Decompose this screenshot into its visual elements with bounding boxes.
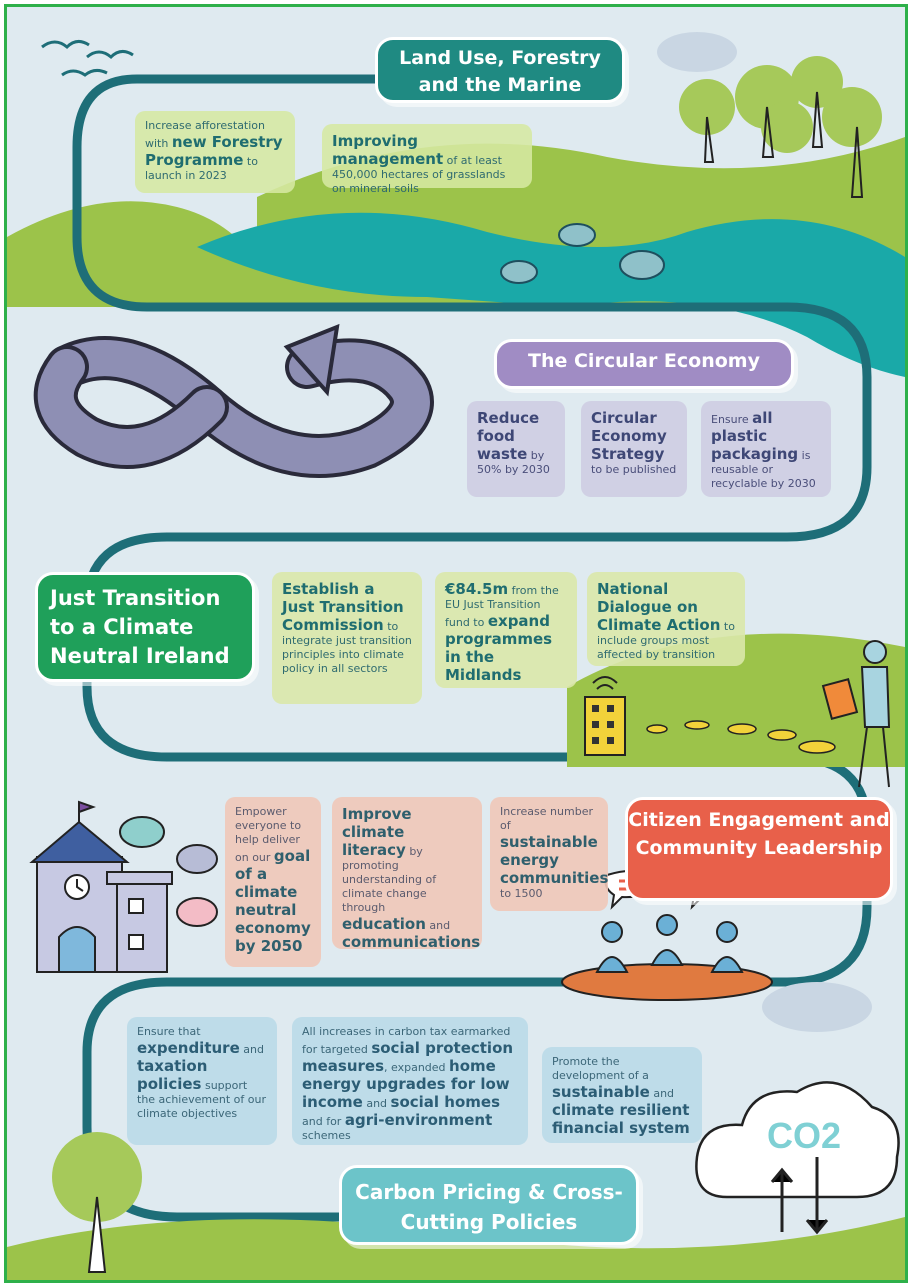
jt-commission-box: Establish a Just Transition Commission t… xyxy=(272,572,422,704)
hill-bottom xyxy=(7,1217,905,1280)
just-transition-heading: Just Transition to a Climate Neutral Ire… xyxy=(35,572,255,682)
plastic-packaging-box: Ensure all plastic packaging is reusable… xyxy=(701,401,831,497)
land-use-heading: Land Use, Forestry and the Marine xyxy=(375,37,625,103)
carbon-pricing-heading: Carbon Pricing & Cross-Cutting Policies xyxy=(339,1165,639,1245)
financial-system-box: Promote the development of a sustainable… xyxy=(542,1047,702,1143)
co2-cloud-icon xyxy=(695,1081,900,1235)
circular-strategy-box: Circular Economy Strategy to be publishe… xyxy=(581,401,687,497)
citizen-engagement-heading: Citizen Engagement and Community Leaders… xyxy=(625,797,893,901)
grassland-management-box: Improving management of at least 450,000… xyxy=(322,124,532,195)
stepping-stones xyxy=(646,720,836,754)
empower-box: Empower everyone to help deliver on our … xyxy=(225,797,321,967)
cloud-small xyxy=(762,982,872,1032)
school-building-icon xyxy=(29,800,173,973)
trees-top xyxy=(679,56,882,153)
co2-label: CO2 xyxy=(766,1115,842,1156)
birds xyxy=(41,40,134,77)
hill-middle xyxy=(567,633,905,767)
afforestation-box: Increase afforestation with new Forestry… xyxy=(135,111,295,193)
jt-fund-box: €84.5m from the EU Just Transition fund … xyxy=(435,572,577,688)
infinity-loop-icon xyxy=(33,323,434,478)
circular-economy-heading: The Circular Economy xyxy=(494,339,794,389)
winding-road xyxy=(72,74,872,1222)
infographic-frame: Land Use, Forestry and the Marine Increa… xyxy=(4,4,908,1283)
food-waste-box: Reduce food waste by 50% by 2030 xyxy=(467,401,565,497)
tree-bottom xyxy=(52,1132,142,1273)
energy-communities-box: Increase number of sustainable energy co… xyxy=(490,797,608,911)
carbon-tax-box: All increases in carbon tax earmarked fo… xyxy=(292,1017,528,1145)
speech-bubbles-icon xyxy=(119,816,218,927)
water xyxy=(197,212,905,377)
office-building-icon xyxy=(584,676,626,756)
expenditure-taxation-box: Ensure that expenditure and taxation pol… xyxy=(127,1017,277,1145)
hill-top-left xyxy=(7,201,267,307)
fish xyxy=(500,223,665,284)
person-with-book-icon xyxy=(821,640,891,788)
national-dialogue-box: National Dialogue on Climate Action to i… xyxy=(587,572,745,666)
climate-literacy-box: Improve climate literacy by promoting un… xyxy=(332,797,482,951)
